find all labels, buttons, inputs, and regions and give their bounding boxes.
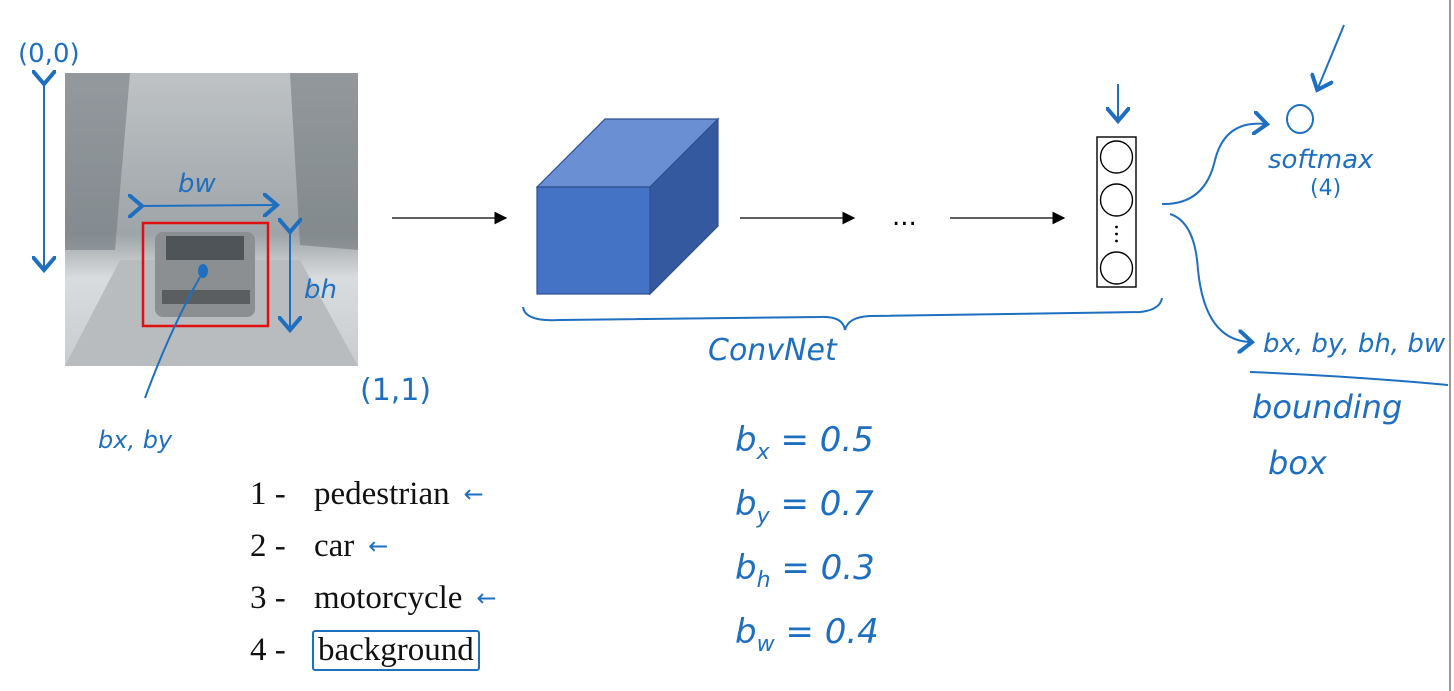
bounding-box xyxy=(141,221,270,328)
softmax-pointer-arrow xyxy=(1318,24,1345,88)
value-subscript: y xyxy=(756,503,770,529)
value-subscript: w xyxy=(756,631,775,657)
convnet-brace xyxy=(522,297,1163,331)
bounding-label: bounding xyxy=(1252,388,1402,426)
bxby-label: bx, by xyxy=(98,426,173,454)
left-arrow-icon: ← xyxy=(476,584,497,612)
convnet-cube xyxy=(535,117,720,296)
class-label: background xyxy=(312,629,480,671)
class-item: 1 - pedestrian ← xyxy=(250,468,497,520)
class-number: 1 - xyxy=(250,475,286,512)
class-item: 3 - motorcycle ← xyxy=(250,572,497,624)
value-symbol: b xyxy=(735,484,757,524)
value-number: = 0.3 xyxy=(781,548,875,588)
class-item: 4 - background xyxy=(250,624,497,676)
window-edge xyxy=(1449,0,1451,691)
class-label: car xyxy=(314,527,355,564)
value-symbol: b xyxy=(735,420,757,460)
car-photo xyxy=(65,73,358,366)
bbox-branch-arrow xyxy=(1169,213,1250,342)
value-symbol: b xyxy=(735,612,757,652)
origin-label: (0,0) xyxy=(18,39,80,69)
corner-label: (1,1) xyxy=(360,373,431,408)
softmax-count-label: (4) xyxy=(1310,176,1341,201)
softmax-unit xyxy=(1286,104,1314,134)
class-number: 2 - xyxy=(250,527,286,564)
value-subscript: h xyxy=(756,567,771,593)
value-number: = 0.4 xyxy=(785,612,879,652)
value-number: = 0.7 xyxy=(780,484,874,524)
value-symbol: b xyxy=(735,548,757,588)
box-label: box xyxy=(1268,444,1328,482)
center-pointer xyxy=(144,276,201,399)
value-row: by = 0.7 xyxy=(735,484,879,548)
left-arrow-icon: ← xyxy=(463,480,484,508)
bbox-outputs-label: bx, by, bh, bw xyxy=(1263,329,1446,359)
class-label: motorcycle xyxy=(314,579,463,616)
softmax-branch-arrow xyxy=(1161,124,1265,206)
value-subscript: x xyxy=(756,439,770,465)
value-row: bw = 0.4 xyxy=(735,612,879,676)
bw-arrow xyxy=(140,205,275,206)
class-number: 3 - xyxy=(250,579,286,616)
bh-label: bh xyxy=(304,275,337,305)
class-item: 2 - car ← xyxy=(250,520,497,572)
value-number: = 0.5 xyxy=(780,420,874,460)
class-label: pedestrian xyxy=(314,475,450,512)
output-vector xyxy=(1096,136,1137,288)
softmax-label: softmax xyxy=(1268,145,1374,175)
bbox-underline xyxy=(1249,371,1449,386)
ellipsis-label: ... xyxy=(892,202,917,232)
class-list: 1 - pedestrian ← 2 - car ← 3 - motorcycl… xyxy=(250,468,497,676)
value-row: bx = 0.5 xyxy=(735,420,879,484)
bw-label: bw xyxy=(178,169,217,199)
left-arrow-icon: ← xyxy=(368,532,389,560)
center-dot xyxy=(198,264,208,278)
value-row: bh = 0.3 xyxy=(735,548,879,612)
convnet-label: ConvNet xyxy=(708,333,838,368)
bbox-values: bx = 0.5 by = 0.7 bh = 0.3 bw = 0.4 xyxy=(735,420,879,676)
class-number: 4 - xyxy=(250,631,286,668)
